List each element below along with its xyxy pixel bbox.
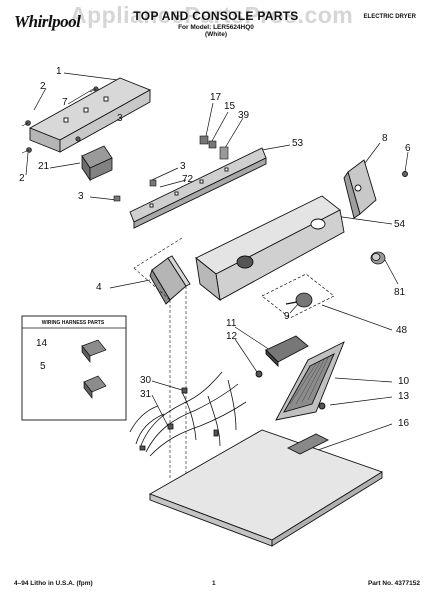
callout-17: 17 [210,92,222,103]
harness-parts-box [21,315,127,421]
lamp-housing [149,255,191,305]
product-type: ELECTRIC DRYER [363,14,416,20]
variant-label: (White) [204,31,228,38]
timer [81,145,113,182]
control-bracket [129,147,267,229]
callout-1: 1 [56,66,62,77]
callout-13: 13 [398,391,410,402]
lint-screen-cover [255,335,309,378]
callout-48: 48 [396,325,408,336]
screws-2-7 [21,86,99,154]
knob [370,251,386,265]
callout-3a: 3 [117,113,123,124]
model-line: For Model: LER5624HQ0 [178,24,254,31]
callout-3c: 3 [78,191,84,202]
rear-panel [28,77,152,153]
callout-8: 8 [382,133,388,144]
callout-12: 12 [226,331,238,342]
callout-4: 4 [96,282,102,293]
callout-7: 7 [62,97,68,108]
page-title: TOP AND CONSOLE PARTS [133,9,299,23]
callout-72: 72 [182,174,194,185]
callout-5: 5 [40,361,46,372]
console-panel [195,195,345,302]
callout-10: 10 [398,376,410,387]
callout-9: 9 [284,311,290,322]
lint-screen [275,341,345,421]
harness-box-title: WIRING HARNESS PARTS [41,320,105,326]
callout-6: 6 [405,143,411,154]
callout-53: 53 [292,138,304,149]
switches [113,135,229,202]
callout-81: 81 [394,287,406,298]
brand-logo: Whirlpool [14,12,81,31]
callout-31: 31 [140,389,152,400]
assembly-lines [133,237,187,480]
timer-knob-group [261,273,335,319]
wiring-harness [129,371,247,457]
page-number: 1 [212,580,216,587]
callout-30: 30 [140,375,152,386]
callout-2b: 2 [19,173,25,184]
end-cap-right [343,159,408,219]
callout-3b: 3 [180,161,186,172]
callout-15: 15 [224,101,236,112]
top-panel [148,429,384,547]
callout-21: 21 [38,161,50,172]
callout-14: 14 [36,338,48,349]
callout-39: 39 [238,110,250,121]
callout-16: 16 [398,418,410,429]
watermark: AppliancePartsPros.com [70,2,354,28]
callout-2a: 2 [40,81,46,92]
footer-litho: 4–94 Litho in U.S.A. (fpm) [14,580,93,587]
callout-11: 11 [226,318,237,329]
part-number: Part No. 4377152 [367,580,420,587]
callout-54: 54 [394,219,406,230]
